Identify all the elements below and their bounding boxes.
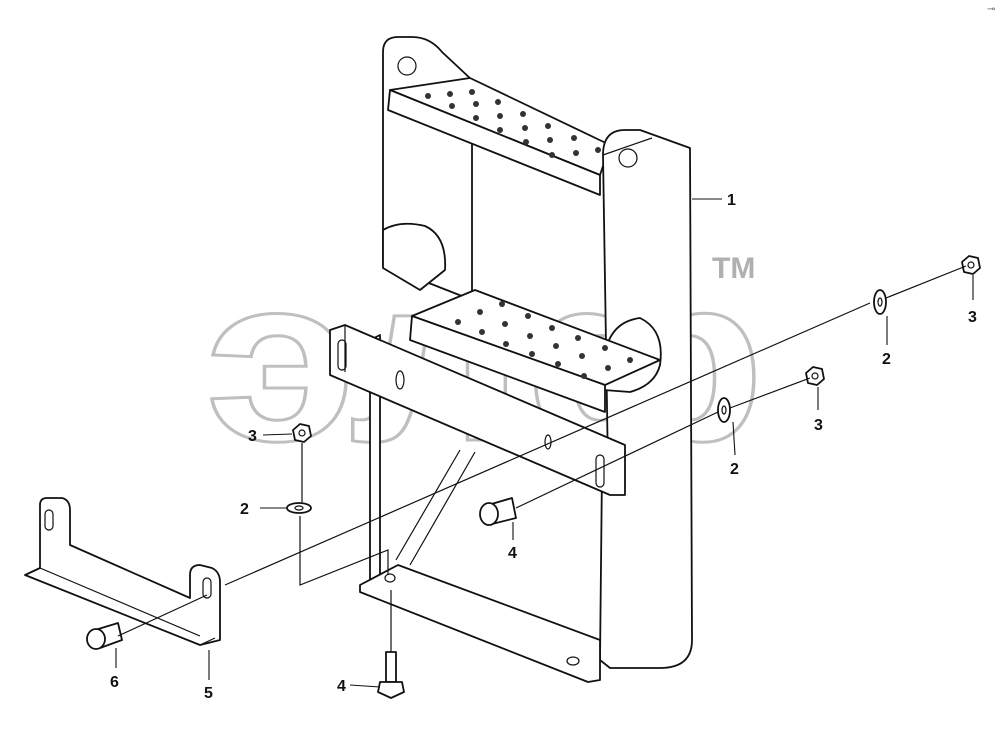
bolt-middle (479, 497, 517, 526)
callout-4-bottom: 4 (337, 678, 346, 695)
washer-right (717, 397, 731, 423)
callout-2-left: 2 (240, 501, 249, 518)
callout-leaders (115, 198, 974, 688)
assembly-lines (117, 265, 967, 652)
mounting-bracket (24, 497, 221, 646)
washer-left (286, 502, 312, 514)
callout-6: 6 (110, 674, 119, 691)
callout-3-right: 3 (814, 417, 823, 434)
step-frame (329, 36, 693, 683)
callout-1: 1 (727, 192, 736, 209)
callout-3-upper-right: 3 (968, 309, 977, 326)
bolt-bracket (86, 622, 123, 650)
callout-labels: 1 2 3 2 3 3 2 4 4 6 5 (110, 192, 977, 702)
callout-5: 5 (204, 685, 213, 702)
lower-step-holes (455, 301, 633, 379)
watermark-tm: TM (712, 252, 755, 285)
callout-2-right: 2 (730, 461, 739, 478)
nut-left (292, 423, 312, 443)
corner-mark: ⊸ (987, 4, 995, 15)
upper-step-holes (425, 89, 601, 158)
bolt-bottom (377, 651, 405, 699)
callout-4-middle: 4 (508, 545, 517, 562)
washer-upper-right (873, 289, 887, 315)
callout-2-upper-right: 2 (882, 351, 891, 368)
nut-right (805, 366, 825, 386)
callout-3-left: 3 (248, 428, 257, 445)
nut-upper-right (961, 255, 981, 275)
